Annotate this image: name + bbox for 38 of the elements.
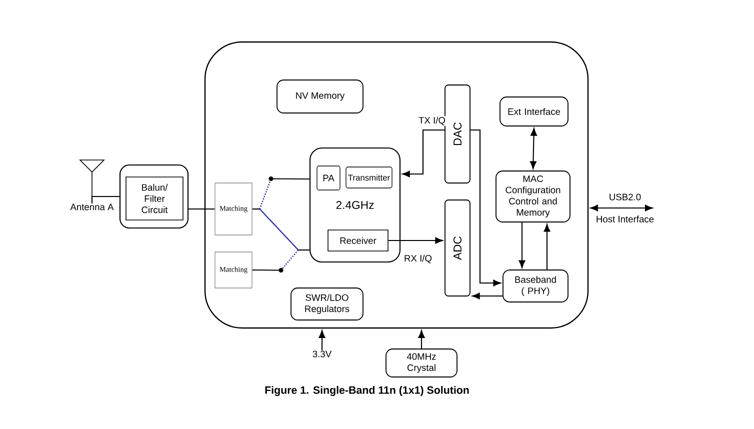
connector	[518, 222, 526, 268]
connector	[470, 129, 501, 286]
connector	[298, 249, 310, 251]
connector	[91, 196, 120, 204]
edge-label: TX I/Q	[418, 116, 446, 126]
filter-box: Balun/ Filter Circuit	[126, 176, 184, 220]
edge-label: RX I/Q	[403, 254, 433, 264]
block-box: Ext Interface	[500, 96, 568, 126]
block-box: SWR/LDO Regulators	[290, 288, 364, 320]
component-box: PA	[316, 166, 340, 190]
connector	[252, 269, 281, 271]
caption: Figure 1. Single-Band 11n (1x1) Solution	[265, 386, 469, 396]
block-box: NV Memory	[276, 80, 364, 114]
block-box: MAC Configuration Control and Memory	[496, 170, 570, 222]
connector	[472, 292, 503, 300]
component-box: Receiver	[328, 230, 388, 252]
block-box: 40MHz Crystal	[386, 348, 458, 378]
connector	[388, 237, 443, 244]
connector	[530, 128, 538, 169]
component-box: Transmitter	[346, 166, 392, 188]
connector	[271, 178, 310, 180]
chip-outline	[204, 41, 589, 329]
module-box	[119, 164, 189, 229]
connector	[544, 224, 550, 270]
label-text: Host Interface	[596, 216, 654, 222]
connector	[402, 129, 445, 178]
converter-box: ADC	[444, 200, 470, 296]
block-box: Baseband ( PHY)	[502, 270, 568, 302]
connector	[590, 204, 653, 212]
label-text: Antenna A	[70, 204, 114, 210]
connector	[318, 330, 326, 350]
label-text: 3.3V	[312, 350, 332, 358]
connector	[188, 208, 215, 210]
switch-drawing	[259, 176, 299, 273]
connector	[418, 330, 425, 349]
converter-box: DAC	[444, 84, 470, 184]
edge-label: USB2.0	[608, 193, 642, 201]
connector	[252, 208, 260, 210]
